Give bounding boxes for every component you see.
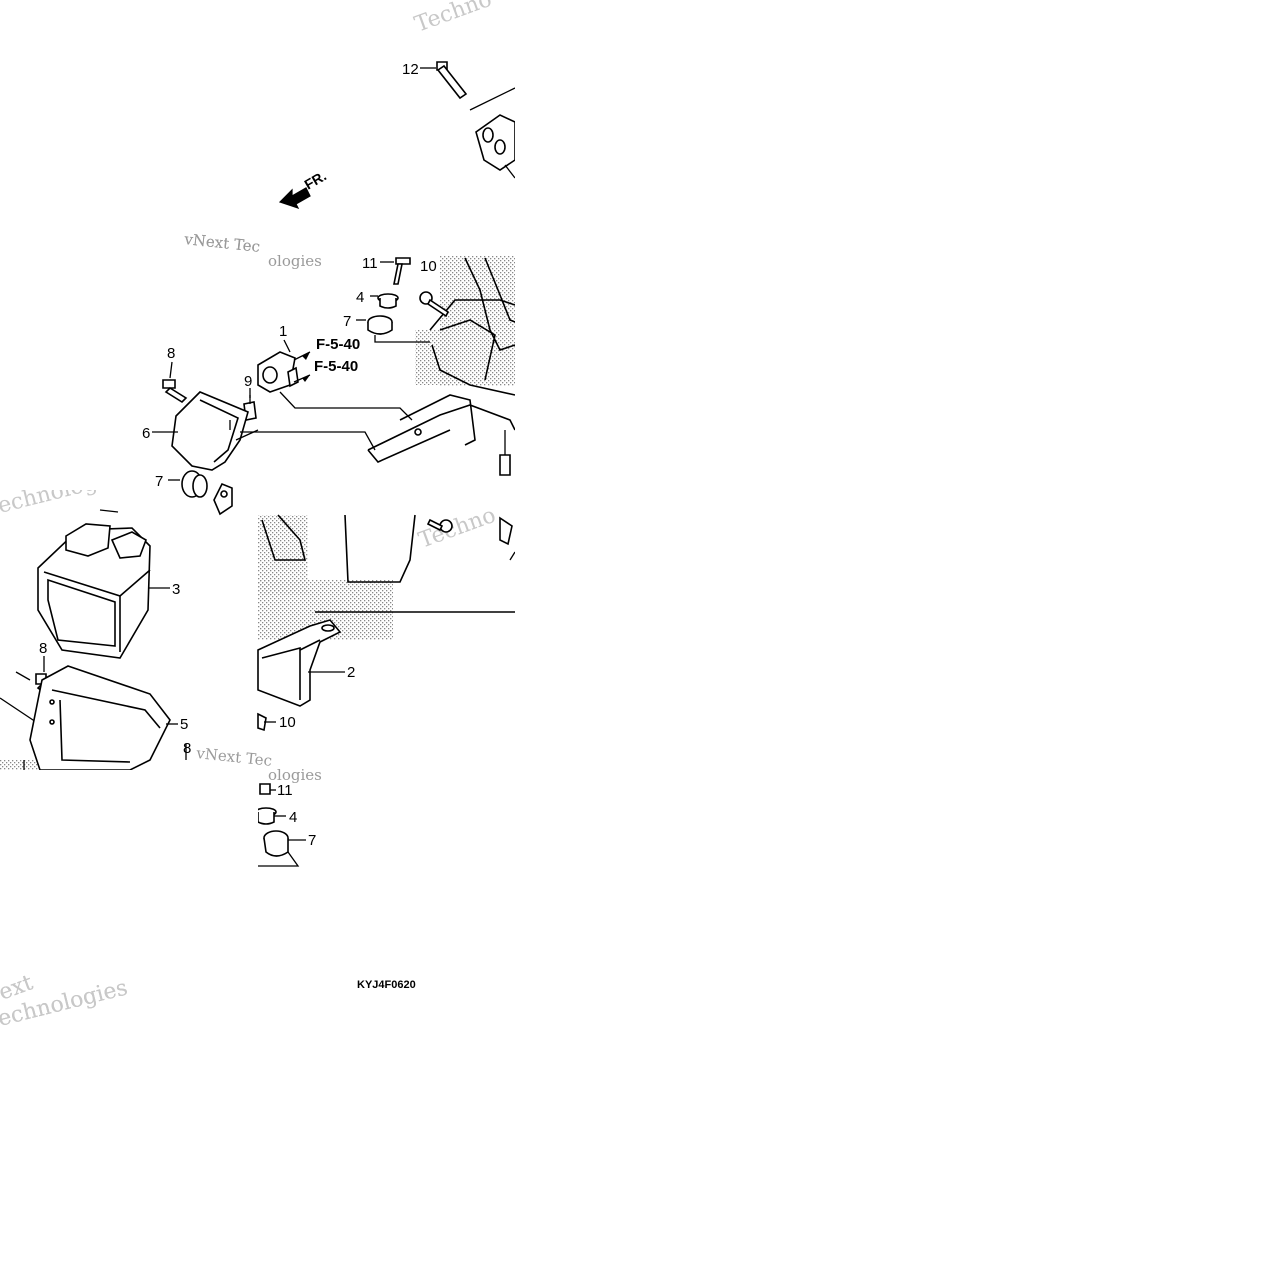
callout-11: 11: [362, 255, 378, 272]
part-2-housing: [257, 619, 345, 707]
part-7-grommet: [367, 315, 430, 343]
callout-5: 5: [180, 716, 188, 733]
callout-4: 4: [289, 809, 297, 826]
leader-lines: [15, 67, 436, 760]
part-11-bolt: [393, 257, 411, 285]
part-1-sensor: [257, 351, 413, 421]
watermark-fragment: ologies: [268, 766, 322, 784]
part-10-bolt: [419, 291, 450, 318]
watermark-fragment: vNext Tec: [195, 744, 273, 770]
part-10-bolt-bottom: [257, 712, 276, 732]
callout-7: 7: [155, 473, 163, 490]
callouts: 12 11 10 4 7 1 8 9 6 7 3 8 5 8 2 10 11 4…: [39, 61, 437, 849]
bolt-12-assembly: [436, 61, 516, 179]
part-6-cover: [171, 391, 376, 471]
diagram-code: KYJ4F0620: [357, 979, 416, 991]
callout-8: 8: [167, 345, 175, 362]
callout-9: 9: [244, 373, 252, 390]
callout-8: 8: [39, 640, 47, 657]
callout-1: 1: [279, 323, 287, 340]
part-5-bracket: [23, 665, 178, 771]
callout-8: 8: [183, 740, 191, 757]
callout-6: 6: [142, 425, 150, 442]
arrow-icon: [278, 187, 311, 210]
callout-2: 2: [347, 664, 355, 681]
part-8-bolt-upper: [162, 379, 188, 404]
frame-bracket: [367, 257, 516, 476]
part-10-bolt-lower-right: [426, 516, 516, 561]
watermark-fragment: vNext Tec: [183, 230, 261, 256]
callout-11: 11: [277, 782, 293, 799]
callout-3: 3: [172, 581, 180, 598]
callout-7: 7: [308, 832, 316, 849]
bottom-hardware: [255, 783, 306, 867]
cross-ref-label: F-5-40: [314, 358, 358, 375]
watermark-fragment: Techno: [412, 0, 496, 38]
cross-references: F-5-40 F-5-40: [314, 336, 360, 375]
upper-box-cover: [261, 514, 515, 613]
watermark-fragment: ologies: [268, 252, 322, 270]
callout-10: 10: [420, 258, 437, 275]
callout-7: 7: [343, 313, 351, 330]
part-4-collar: [377, 293, 399, 309]
part-3-modulator: [37, 509, 170, 659]
cross-ref-label: F-5-40: [316, 336, 360, 353]
callout-4: 4: [356, 289, 364, 306]
callout-10: 10: [279, 714, 296, 731]
front-direction-arrow: FR.: [278, 167, 329, 210]
part-7-grommet-mid: [181, 470, 233, 516]
callout-12: 12: [402, 61, 419, 78]
